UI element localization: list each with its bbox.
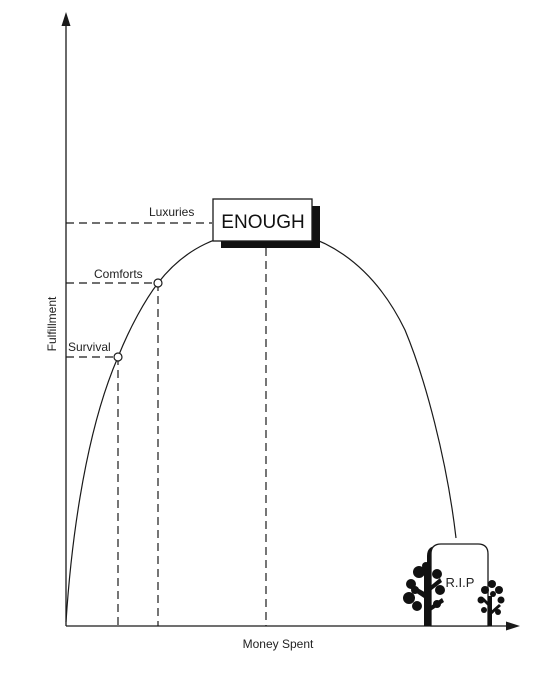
y-axis-label: Fulfillment [45,296,59,351]
tombstone [430,543,489,627]
y-axis-arrowhead [61,12,71,26]
axes [61,12,520,631]
luxuries-label: Luxuries [149,205,194,219]
tombstone-label: R.I.P [446,575,475,590]
comforts-label: Comforts [94,267,143,281]
survival-label: Survival [68,340,111,354]
left-tree-icon [403,562,445,626]
x-axis-label: Money Spent [243,637,314,651]
enough-box: ENOUGH [212,198,320,248]
fulfillment-curve [65,229,457,623]
guide-lines [66,222,267,626]
right-tree-icon [477,580,505,626]
enough-box-frame [212,198,313,242]
comforts-marker [153,278,163,288]
enough-label: ENOUGH [221,212,304,233]
x-axis-arrowhead [506,621,520,631]
tombstone-group: R.I.P [403,543,505,627]
survival-marker [113,352,123,362]
